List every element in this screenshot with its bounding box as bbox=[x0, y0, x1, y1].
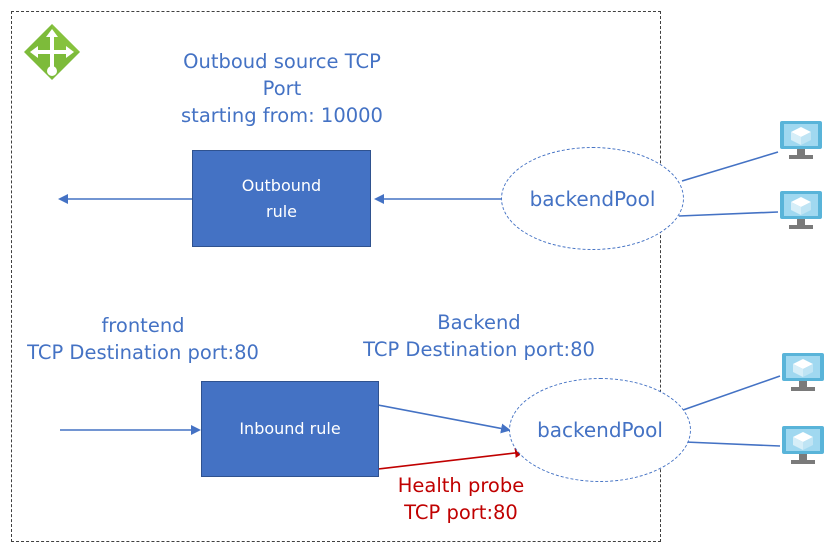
inbound-backend-pool: backendPool bbox=[509, 378, 691, 482]
virtual-machine-icon bbox=[780, 191, 822, 229]
vm-link bbox=[682, 375, 781, 411]
vm-link bbox=[681, 151, 779, 182]
backend-note: Backend TCP Destination port:80 bbox=[363, 311, 595, 361]
outbound-rule-box: Outbound rule bbox=[192, 150, 371, 247]
virtual-machine-icon bbox=[782, 426, 824, 464]
load-balancer-boundary bbox=[11, 11, 661, 542]
vm-link bbox=[678, 211, 779, 217]
frontend-note: frontend TCP Destination port:80 bbox=[27, 314, 259, 364]
virtual-machine-icon bbox=[782, 353, 824, 391]
vm-link bbox=[684, 441, 781, 447]
load-balancer-icon bbox=[24, 24, 80, 80]
inbound-to-pool-arrow bbox=[377, 404, 511, 434]
inbound-rule-box: Inbound rule bbox=[201, 381, 379, 477]
outbound-port-note: Outboud source TCP Port starting from: 1… bbox=[181, 50, 383, 127]
health-probe-arrow bbox=[377, 447, 525, 470]
outbound-backend-pool: backendPool bbox=[501, 147, 684, 250]
virtual-machine-icon bbox=[780, 121, 822, 159]
health-probe-note: Health probe TCP port:80 bbox=[397, 474, 525, 524]
